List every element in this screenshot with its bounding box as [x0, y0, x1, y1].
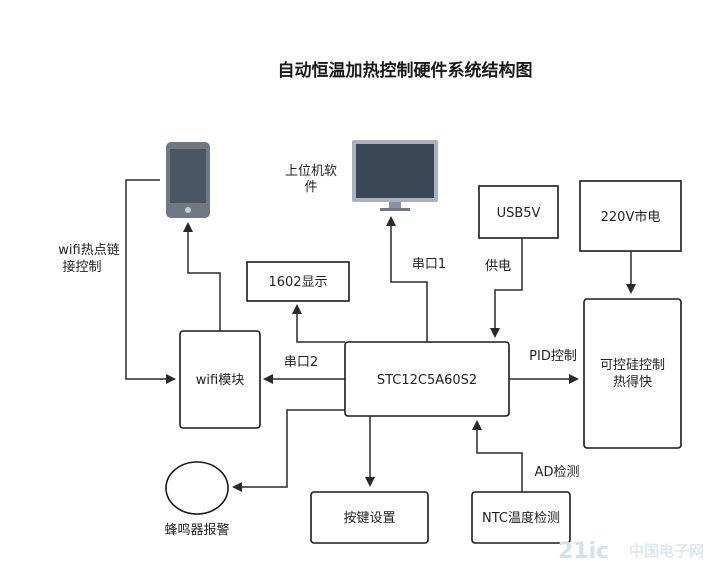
- mains-220v-label: 220V市电: [601, 209, 661, 225]
- mains-220v-box: [579, 180, 682, 252]
- thyristor-label-line2: 热得快: [613, 374, 652, 390]
- pc-software-label-line1: 上位机软: [285, 164, 337, 179]
- ntc-sensor-label: NTC温度检测: [482, 510, 560, 526]
- wifi-to-phone-connector: [183, 222, 221, 331]
- usb5v-label: USB5V: [497, 206, 541, 221]
- thyristor-heater-box: [583, 298, 682, 449]
- ntc-sensor-box: [471, 491, 571, 544]
- watermark-site: 中国电子网: [629, 542, 704, 560]
- pid-control-label: PID控制: [529, 349, 577, 364]
- wifi-module-label: wifi模块: [196, 373, 244, 388]
- pc-software-label-line2: 件: [304, 180, 317, 195]
- thyristor-label-line1: 可控硅控制: [600, 358, 665, 373]
- monitor-icon: [352, 140, 438, 211]
- mcu-to-monitor-connector: [386, 216, 428, 342]
- mcu-label: STC12C5A60S2: [377, 373, 477, 388]
- usb5v-box: [478, 185, 559, 239]
- buzzer-ellipse: [165, 461, 229, 515]
- wifi-link-label-line1: wifi热点链: [58, 243, 119, 258]
- serial2-label: 串口2: [284, 355, 318, 370]
- ad-detect-label: AD检测: [535, 465, 580, 480]
- keys-setting-label: 按键设置: [343, 511, 395, 526]
- smartphone-icon: [166, 142, 210, 218]
- diagram-title: 自动恒温加热控制硬件系统结构图: [278, 60, 533, 81]
- wifi-link-label-line2: 接控制: [62, 259, 101, 275]
- mcu-to-buzzer-connector: [232, 409, 345, 492]
- power-label: 供电: [485, 259, 511, 274]
- buzzer-label: 蜂鸣器报警: [164, 522, 229, 538]
- watermark-brand: 21ic: [558, 539, 609, 564]
- keys-setting-box: [310, 491, 429, 544]
- phone-to-wifi-connector: [125, 179, 176, 384]
- serial1-label: 串口1: [412, 257, 446, 272]
- lcd1602-box: [246, 261, 350, 302]
- usb-to-mcu-power-connector: [490, 238, 523, 338]
- mcu-to-lcd-connector: [292, 304, 345, 343]
- ntc-to-mcu-connector: [472, 420, 523, 492]
- lcd1602-label: 1602显示: [268, 275, 327, 290]
